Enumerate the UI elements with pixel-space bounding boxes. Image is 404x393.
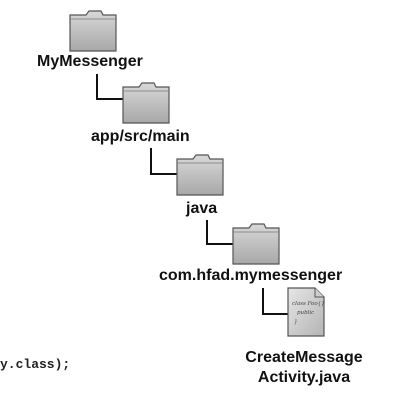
code-fragment: y.class);	[0, 357, 71, 372]
folder-icon	[68, 9, 118, 53]
file-label-line2: Activity.java	[257, 369, 351, 386]
tree-connector	[96, 74, 124, 100]
tree-connector	[206, 220, 234, 245]
folder-label-level3: com.hfad.mymessenger	[159, 267, 343, 284]
folder-label-level2: java	[186, 200, 218, 217]
file-page-text-2: public	[297, 310, 314, 316]
tree-connector	[150, 148, 178, 175]
java-file-icon: class Foo{} public }	[285, 285, 327, 339]
folder-icon	[231, 222, 281, 266]
file-label-line1: CreateMessage	[245, 349, 363, 366]
file-label: CreateMessage Activity.java	[244, 348, 364, 388]
file-page-text-1: class Foo{}	[292, 301, 325, 307]
folder-icon	[121, 81, 171, 125]
tree-connector	[262, 288, 288, 315]
folder-label-root: MyMessenger	[37, 53, 143, 70]
folder-label-level1: app/src/main	[91, 128, 190, 145]
svg-text:}: }	[294, 319, 298, 325]
folder-icon	[175, 153, 225, 197]
